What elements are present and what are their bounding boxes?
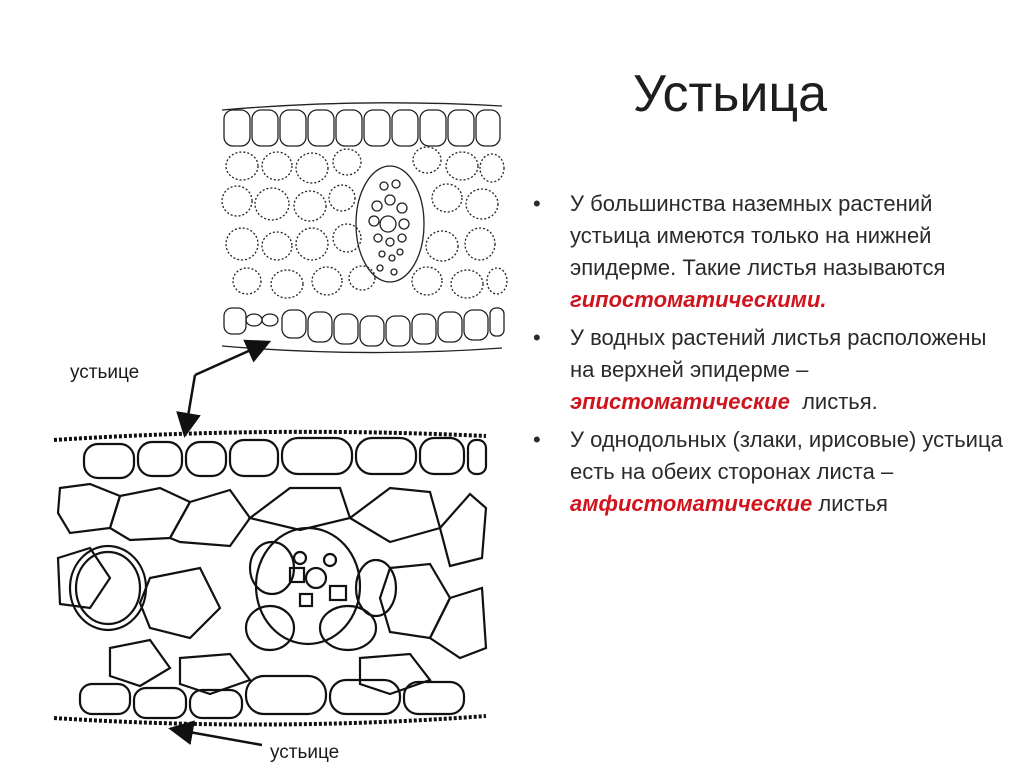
arrow-to-bottom-stoma (168, 720, 263, 747)
bullet-text: У большинства наземных растений устьица … (570, 191, 946, 280)
term-hypostomatic: гипостоматическими. (570, 287, 827, 312)
bullet-text: У водных растений листья расположены на … (570, 325, 987, 382)
bullet-dot-icon: • (533, 427, 541, 452)
stoma-label-top: устьице (70, 362, 140, 383)
leaf-cross-section-top-image (221, 102, 508, 354)
bullet-text: У однодольных (злаки, ирисовые) устьица … (570, 427, 1003, 484)
bullet-dot-icon: • (533, 191, 541, 216)
bullet-item-amphistomatic: • У однодольных (злаки, ирисовые) устьиц… (533, 424, 1003, 520)
bullet-text-post: листья (812, 491, 888, 516)
arrow-to-top-stoma (194, 339, 272, 377)
stoma-label-bottom: устьице (270, 742, 340, 763)
bullet-item-epistomatic: • У водных растений листья расположены н… (533, 322, 1003, 418)
term-epistomatic: эпистоматические (570, 389, 790, 414)
bullet-item-hypostomatic: • У большинства наземных растений устьиц… (533, 188, 1003, 316)
bullet-list: • У большинства наземных растений устьиц… (533, 188, 1003, 526)
arrow-to-bottom-epidermis (176, 374, 201, 438)
leaf-cross-section-bottom-image (53, 429, 488, 727)
page-title: Устьица (632, 65, 828, 123)
bullet-text-post: листья. (789, 389, 878, 414)
term-amphistomatic: амфистоматические (570, 491, 813, 516)
bullet-dot-icon: • (533, 325, 541, 350)
